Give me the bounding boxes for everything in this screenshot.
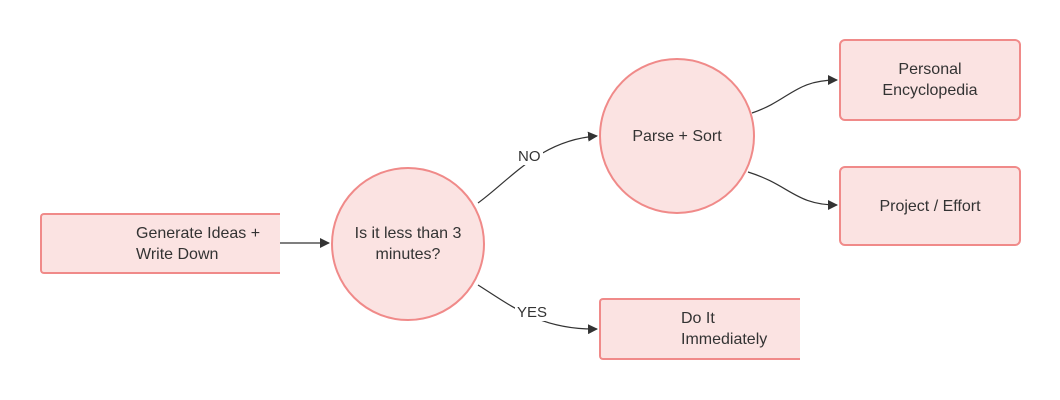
node-project-label: Project / Effort [879, 197, 981, 215]
node-parse-sort: Parse + Sort [599, 58, 755, 214]
edge-parse-to-encyclopedia [751, 75, 838, 114]
node-do-it-line1: Do It [681, 310, 715, 327]
node-less-than-line2: 3 minutes? [375, 225, 462, 263]
node-project-effort: Project / Effort [839, 166, 1021, 246]
node-do-it-immediately: Do It Immediately [599, 298, 800, 360]
node-encyclopedia-line1: Personal [898, 61, 962, 78]
edge-label-no: NO [516, 148, 543, 165]
node-encyclopedia-line2: Encyclopedia [882, 82, 978, 99]
node-parse-sort-label: Parse + Sort [632, 127, 722, 145]
node-do-it-line2: Immediately [681, 331, 768, 348]
node-personal-encyclopedia: Personal Encyclopedia [839, 39, 1021, 121]
node-less-than-line1: Is it less than [354, 225, 448, 242]
node-less-than-3-minutes: Is it less than 3 minutes? [331, 167, 485, 321]
edge-less-to-parse [477, 131, 598, 204]
edge-parse-to-project [747, 171, 838, 210]
edge-label-yes: YES [515, 304, 550, 321]
node-generate-ideas-line2: Write Down [136, 245, 219, 263]
node-generate-ideas: Generate Ideas + Write Down [40, 213, 280, 274]
node-generate-ideas-line1: Generate Ideas + [136, 224, 261, 242]
